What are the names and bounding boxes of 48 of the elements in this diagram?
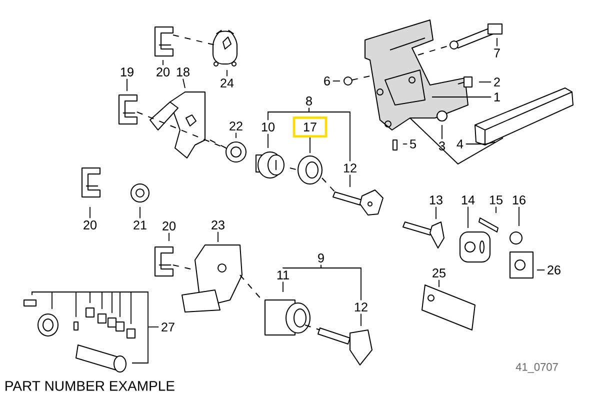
callout-number: 5 (410, 140, 416, 148)
callout-number: 22 (230, 122, 242, 130)
callout-number: 27 (162, 322, 174, 332)
callout-number: 14 (462, 196, 475, 204)
leader-line (168, 232, 170, 242)
callout-number: 9 (318, 254, 324, 262)
callout-number: 10 (262, 122, 275, 132)
callout-number: 7 (494, 48, 500, 58)
callout-number: 3 (438, 142, 445, 150)
callout-number: 16 (512, 196, 526, 204)
leader-line (32, 292, 160, 364)
callout-number: 23 (212, 220, 224, 230)
leader-line (162, 60, 164, 66)
callout-number: 15 (490, 196, 502, 204)
leader-line (332, 80, 340, 82)
callout-number: 26 (548, 266, 560, 274)
leader-line (360, 313, 362, 326)
leader-line (126, 78, 128, 92)
caption: PART NUMBER EXAMPLE (6, 381, 174, 391)
leader-line (282, 264, 322, 269)
leader-line (496, 38, 498, 47)
callout-number: 12 (354, 302, 368, 312)
leader-line (226, 70, 228, 77)
callout-number: 12 (344, 164, 356, 172)
callout-number: 1 (494, 92, 500, 102)
leader-line (268, 107, 310, 121)
leader-line (182, 78, 186, 88)
leader-line (518, 206, 520, 226)
callout-number: 25 (432, 268, 446, 278)
leader-line (465, 142, 496, 144)
leader-line (432, 96, 492, 98)
drawing-number: 41_0707 (516, 363, 558, 373)
callout-number: 20 (162, 222, 176, 230)
leader-line (282, 281, 284, 292)
callout-number: 8 (306, 96, 312, 106)
leader-line (438, 279, 440, 288)
callout-number: 21 (134, 220, 146, 230)
callout-number: 20 (156, 68, 170, 76)
callout-number: 19 (120, 68, 134, 76)
callout-number: 4 (456, 140, 464, 148)
callout-number: 13 (430, 196, 442, 204)
callout-number: 11 (277, 270, 289, 280)
callout-number: 18 (176, 68, 190, 76)
callout-number: 2 (494, 78, 500, 86)
callout-number: 24 (220, 78, 234, 88)
callout-number: 6 (324, 76, 330, 86)
callout-number: 20 (84, 220, 97, 230)
highlight-box: 17 (292, 116, 328, 138)
